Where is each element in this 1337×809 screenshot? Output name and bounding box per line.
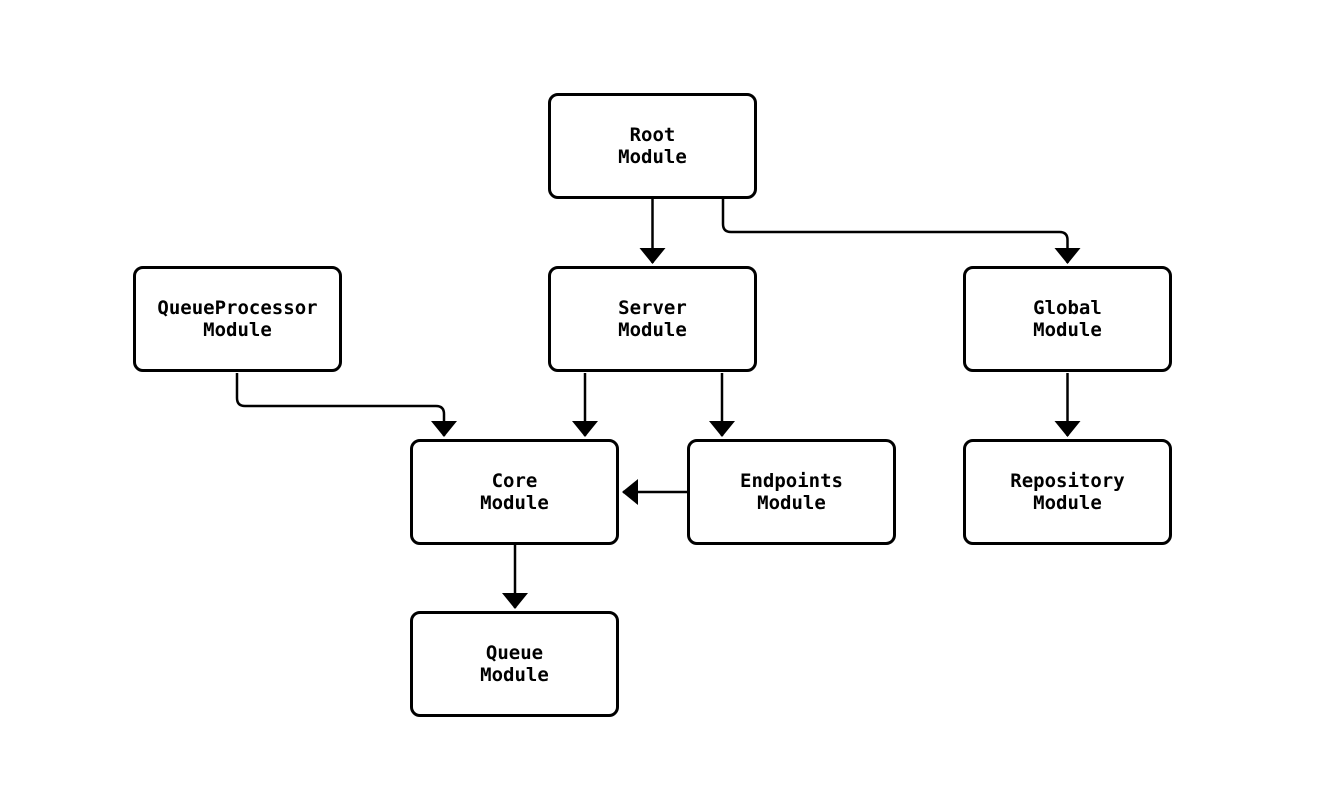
node-endpoints-module: Endpoints Module <box>687 439 896 545</box>
node-root-module: Root Module <box>548 93 757 199</box>
node-queueprocessor-module-label: QueueProcessor Module <box>157 297 318 341</box>
node-server-module: Server Module <box>548 266 757 372</box>
node-queue-module-label: Queue Module <box>480 642 549 686</box>
node-queueprocessor-module: QueueProcessor Module <box>133 266 342 372</box>
node-root-module-label: Root Module <box>618 124 687 168</box>
edge-root-to-global <box>721 198 1081 264</box>
node-global-module: Global Module <box>963 266 1172 372</box>
node-core-module-label: Core Module <box>480 470 549 514</box>
node-server-module-label: Server Module <box>618 297 687 341</box>
node-core-module: Core Module <box>410 439 619 545</box>
node-repository-module-label: Repository Module <box>1010 470 1125 514</box>
node-queue-module: Queue Module <box>410 611 619 717</box>
node-global-module-label: Global Module <box>1033 297 1102 341</box>
node-endpoints-module-label: Endpoints Module <box>740 470 843 514</box>
edge-queueprocessor-to-core <box>235 373 457 437</box>
node-repository-module: Repository Module <box>963 439 1172 545</box>
